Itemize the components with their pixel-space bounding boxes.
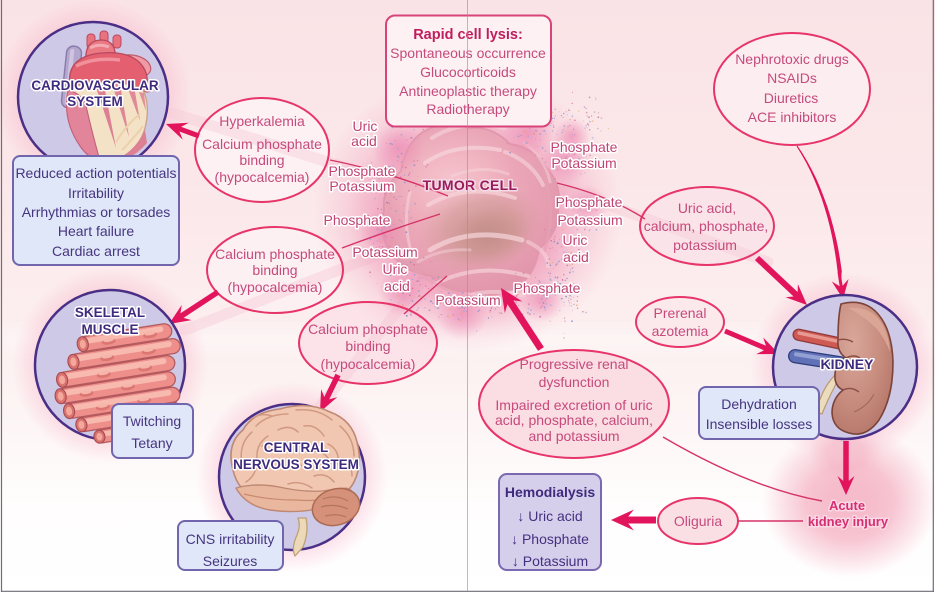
svg-text:Impaired excretion of uric: Impaired excretion of uric xyxy=(495,397,652,413)
svg-text:Potassium: Potassium xyxy=(352,244,417,260)
svg-text:↓ Potassium: ↓ Potassium xyxy=(512,553,588,569)
svg-text:SYSTEM: SYSTEM xyxy=(67,94,123,109)
svg-text:Uric: Uric xyxy=(383,261,408,277)
svg-text:Prerenal: Prerenal xyxy=(654,305,707,321)
svg-text:↓ Uric acid: ↓ Uric acid xyxy=(517,508,582,524)
svg-text:acid: acid xyxy=(563,249,589,265)
svg-text:potassium: potassium xyxy=(673,237,737,253)
svg-text:Uric acid,: Uric acid, xyxy=(678,200,736,216)
svg-text:Spontaneous occurrence: Spontaneous occurrence xyxy=(390,45,546,61)
svg-text:MUSCLE: MUSCLE xyxy=(82,322,139,337)
svg-text:CNS irritability: CNS irritability xyxy=(186,531,275,547)
svg-text:Heart failure: Heart failure xyxy=(58,223,134,239)
svg-text:Potassium: Potassium xyxy=(557,212,622,228)
svg-text:SKELETAL: SKELETAL xyxy=(75,305,145,320)
svg-text:CENTRAL: CENTRAL xyxy=(264,440,329,455)
svg-text:Arrhythmias or torsades: Arrhythmias or torsades xyxy=(22,204,171,220)
svg-text:Twitching: Twitching xyxy=(123,413,181,429)
svg-text:NSAIDs: NSAIDs xyxy=(767,70,817,86)
svg-text:Calcium phosphate: Calcium phosphate xyxy=(308,321,428,337)
svg-text:NERVOUS SYSTEM: NERVOUS SYSTEM xyxy=(233,457,359,472)
svg-text:Potassium: Potassium xyxy=(329,178,394,194)
svg-text:calcium, phosphate,: calcium, phosphate, xyxy=(644,218,769,234)
svg-text:binding: binding xyxy=(345,338,390,354)
svg-text:Phosphate: Phosphate xyxy=(514,280,581,296)
svg-text:(hypocalcemia): (hypocalcemia) xyxy=(215,169,310,185)
svg-text:Hemodialysis: Hemodialysis xyxy=(505,484,595,500)
svg-text:KIDNEY: KIDNEY xyxy=(821,356,875,372)
svg-text:Phosphate: Phosphate xyxy=(329,163,396,179)
svg-text:acid, phosphate, calcium,: acid, phosphate, calcium, xyxy=(495,412,653,428)
svg-text:azotemia: azotemia xyxy=(652,323,709,339)
svg-text:Potassium: Potassium xyxy=(551,155,616,171)
svg-text:(hypocalcemia): (hypocalcemia) xyxy=(228,279,323,295)
svg-text:Seizures: Seizures xyxy=(203,553,257,569)
svg-text:kidney injury: kidney injury xyxy=(808,514,889,529)
svg-text:Cardiac arrest: Cardiac arrest xyxy=(52,243,140,259)
svg-text:Progressive renal: Progressive renal xyxy=(520,356,629,372)
svg-text:Diuretics: Diuretics xyxy=(764,90,818,106)
svg-text:and potassium: and potassium xyxy=(528,428,619,444)
svg-text:(hypocalcemia): (hypocalcemia) xyxy=(321,356,416,372)
svg-text:acid: acid xyxy=(351,133,377,149)
svg-text:Acute: Acute xyxy=(829,498,865,513)
svg-text:binding: binding xyxy=(239,152,284,168)
svg-text:TUMOR CELL: TUMOR CELL xyxy=(423,177,518,193)
svg-text:Phosphate: Phosphate xyxy=(551,139,618,155)
svg-text:Calcium phosphate: Calcium phosphate xyxy=(202,136,322,152)
svg-text:Uric: Uric xyxy=(563,232,588,248)
svg-text:Tetany: Tetany xyxy=(131,435,172,451)
svg-text:dysfunction: dysfunction xyxy=(539,374,610,390)
svg-text:CARDIOVASCULAR: CARDIOVASCULAR xyxy=(31,78,158,93)
svg-text:Irritability: Irritability xyxy=(68,185,124,201)
svg-text:Hyperkalemia: Hyperkalemia xyxy=(219,113,305,129)
svg-text:Phosphate: Phosphate xyxy=(556,194,623,210)
svg-text:Phosphate: Phosphate xyxy=(324,212,391,228)
svg-text:ACE inhibitors: ACE inhibitors xyxy=(748,109,837,125)
svg-text:acid: acid xyxy=(384,278,410,294)
svg-text:Reduced action potentials: Reduced action potentials xyxy=(15,165,176,181)
svg-text:Oliguria: Oliguria xyxy=(674,513,722,529)
svg-text:↓ Phosphate: ↓ Phosphate xyxy=(511,531,589,547)
svg-text:Insensible losses: Insensible losses xyxy=(706,416,813,432)
svg-text:Calcium phosphate: Calcium phosphate xyxy=(215,246,335,262)
svg-text:Dehydration: Dehydration xyxy=(721,396,797,412)
svg-text:binding: binding xyxy=(252,262,297,278)
svg-text:Nephrotoxic drugs: Nephrotoxic drugs xyxy=(735,51,849,67)
svg-text:Uric: Uric xyxy=(353,118,378,134)
